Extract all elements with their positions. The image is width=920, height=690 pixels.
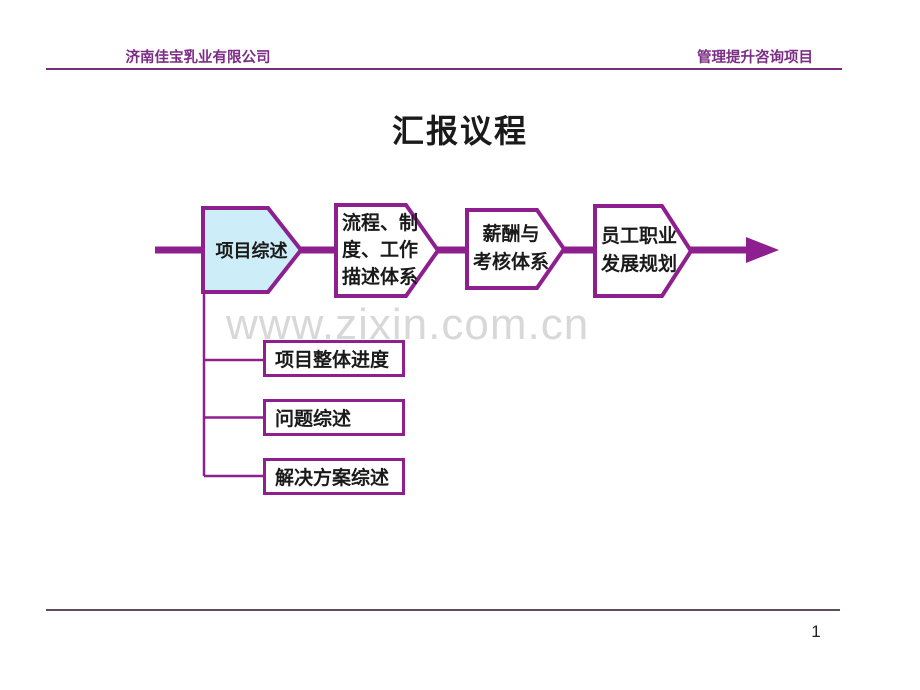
flow-step-compensation-assessment: 薪酬与 考核体系 [472, 224, 549, 273]
sub-item-label: 解决方案综述 [275, 468, 390, 489]
slide-title: 汇报议程 [391, 113, 528, 149]
header-divider [46, 68, 842, 70]
sub-item-solution-overview: 解决方案综述 [263, 458, 405, 495]
arrow-head-icon [746, 237, 779, 263]
chevron-step-2-shape [334, 203, 441, 298]
sub-item-problem-overview: 问题综述 [263, 399, 405, 436]
sub-item-project-progress: 项目整体进度 [263, 340, 405, 377]
sub-item-label: 问题综述 [275, 409, 352, 430]
header-project-name: 管理提升咨询项目 [697, 50, 813, 66]
footer-divider [46, 609, 840, 611]
chevron-step-3-shape [465, 208, 567, 290]
header-company-name: 济南佳宝乳业有限公司 [125, 50, 271, 66]
chevron-step-4-shape [593, 204, 694, 298]
page-number: 1 [811, 622, 821, 641]
flow-step-career-development: 员工职业 发展规划 [600, 226, 677, 275]
sub-item-label: 项目整体进度 [275, 350, 390, 371]
flow-step-process-system: 流程、制 度、工作 描述体系 [341, 213, 418, 288]
flow-step-project-overview: 项目综述 [215, 241, 288, 261]
chevron-step-1-shape [201, 206, 304, 294]
